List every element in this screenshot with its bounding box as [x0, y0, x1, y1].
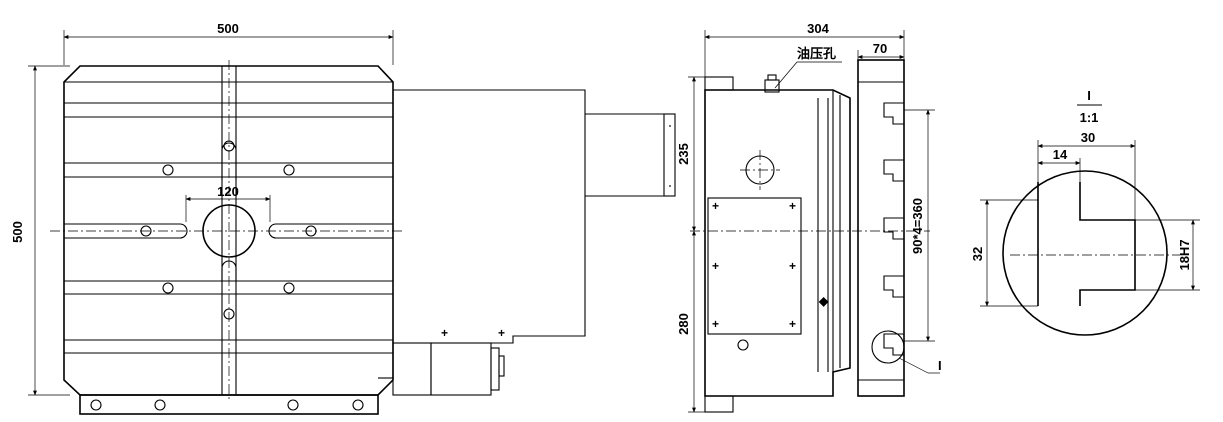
- front-height-dimension: 500: [10, 65, 70, 396]
- front-width-label: 500: [217, 21, 239, 36]
- center-bore: [202, 204, 256, 258]
- front-height-label: 500: [10, 221, 25, 243]
- flange-label: 70: [873, 41, 887, 56]
- cover-screws: + + + + + + ◆: [712, 199, 829, 351]
- t-slots: [64, 116, 393, 354]
- slot-spacing-dimension: 90*4=360: [904, 109, 935, 342]
- detail-height-dimension: 32: [970, 199, 1038, 307]
- face-plate: [857, 59, 905, 397]
- lower-height-label: 280: [676, 313, 691, 335]
- slot-fit-label: 18H7: [1177, 239, 1192, 270]
- base-holes: [90, 399, 364, 411]
- svg-text:+: +: [498, 326, 505, 340]
- detail-neck-dimension: 14: [1037, 147, 1081, 182]
- svg-text:+: +: [712, 199, 719, 213]
- detail-title: I: [1087, 88, 1091, 103]
- bolt-holes: [140, 140, 317, 320]
- slot-spacing-label: 90*4=360: [910, 198, 925, 254]
- side-height-dimensions: 235 280: [676, 76, 705, 413]
- total-width-label: 30: [1081, 130, 1095, 145]
- flange-dimension: 70: [857, 41, 905, 60]
- slot-fit-dimension: 18H7: [1135, 219, 1200, 291]
- oil-hole-callout: 油压孔: [764, 46, 842, 93]
- detail-width-dimension: 30: [1037, 130, 1136, 220]
- servo-motor: [378, 342, 505, 396]
- cover-plate: [707, 197, 802, 335]
- motor-flange: [663, 113, 676, 197]
- detail-outline: [1002, 170, 1168, 336]
- front-width-dimension: 500: [63, 21, 394, 65]
- svg-text:+: +: [712, 317, 719, 331]
- upper-height-label: 235: [676, 143, 691, 165]
- side-width-dimension: 304: [704, 21, 905, 77]
- svg-text:+: +: [441, 326, 448, 340]
- oil-hole-label: 油压孔: [797, 46, 836, 61]
- front-view: 500 500: [10, 21, 676, 415]
- base-plate: [79, 394, 379, 415]
- rotary-table-body: [63, 65, 394, 396]
- detail-marker-label: I: [938, 358, 942, 373]
- detail-scale: 1:1: [1080, 110, 1099, 125]
- svg-text:+: +: [789, 317, 796, 331]
- detail-circle: [871, 330, 905, 364]
- svg-text:+: +: [789, 199, 796, 213]
- center-slot: 120: [50, 184, 405, 239]
- side-view: 304 70 油压孔: [676, 21, 942, 413]
- side-width-label: 304: [807, 21, 829, 36]
- detail-height-label: 32: [970, 247, 985, 261]
- gear-housing: [393, 89, 586, 344]
- detail-view: I 1:1 30 14 32: [970, 88, 1200, 336]
- t-slot-profile: [1037, 182, 1136, 306]
- center-slot-label: 120: [217, 184, 239, 199]
- svg-text:+: +: [712, 259, 719, 273]
- svg-text:◆: ◆: [818, 294, 829, 308]
- svg-text:+: +: [789, 259, 796, 273]
- neck-width-label: 14: [1053, 147, 1068, 162]
